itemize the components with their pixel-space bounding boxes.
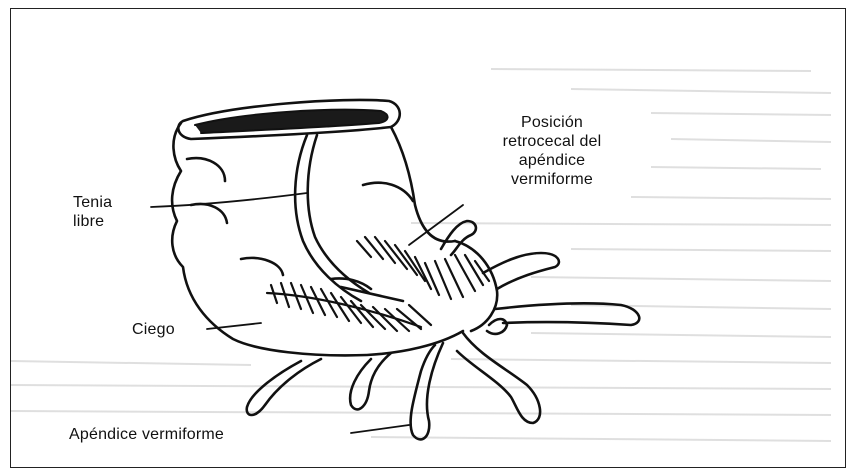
- figure-frame: Posición retrocecal del apéndice vermifo…: [10, 8, 846, 468]
- label-posicion-line4: vermiforme: [447, 170, 657, 189]
- cecum-outline: [172, 123, 463, 355]
- label-posicion-line3: apéndice: [447, 151, 657, 170]
- leader-tenia: [151, 193, 307, 207]
- label-posicion-line1: Posición: [447, 113, 657, 132]
- cecum-appendix-illustration: [11, 9, 845, 467]
- label-posicion-retrocecal: Posición retrocecal del apéndice vermifo…: [447, 113, 657, 189]
- appendix-positions: [247, 221, 640, 439]
- label-ciego: Ciego: [132, 320, 175, 339]
- label-apendice-vermiforme: Apéndice vermiforme: [69, 425, 224, 444]
- label-tenia-line1: Tenia: [73, 193, 112, 212]
- label-posicion-line2: retrocecal del: [447, 132, 657, 151]
- label-tenia-line2: libre: [73, 212, 112, 231]
- leader-apendice: [351, 425, 409, 433]
- label-tenia-libre: Tenia libre: [73, 193, 112, 231]
- tenia-libre-band: [295, 135, 361, 301]
